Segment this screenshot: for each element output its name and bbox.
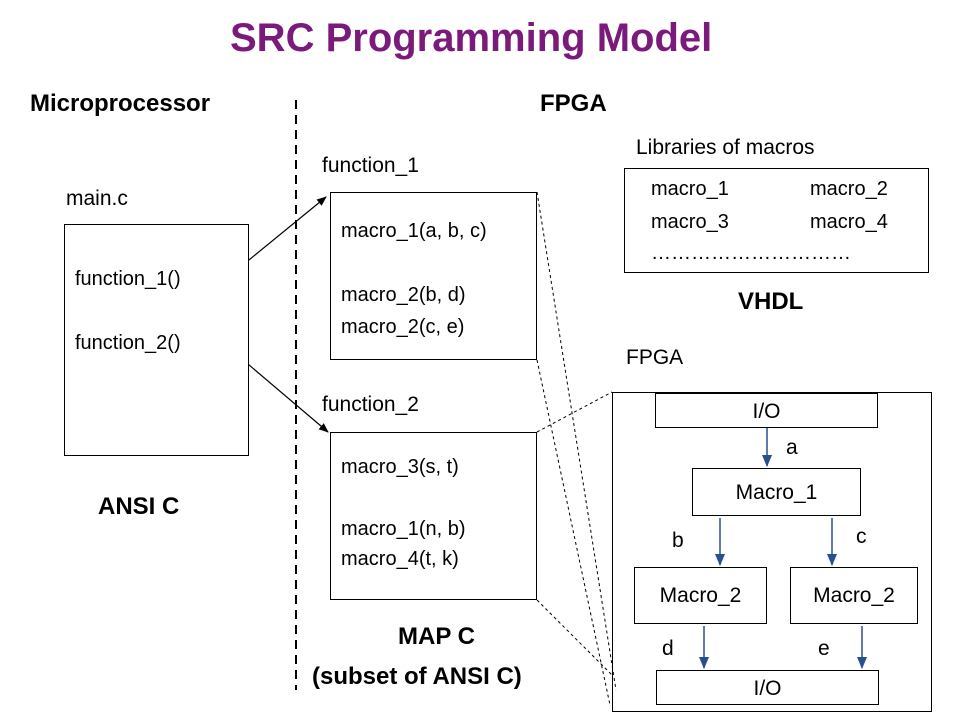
main-c-line-2: function_2() (75, 332, 181, 354)
main-c-line-1: function_1() (75, 268, 181, 290)
map-c-label: MAP C (398, 623, 475, 650)
function-2-line-3: macro_4(t, k) (341, 548, 459, 570)
io-top-label: I/O (752, 400, 781, 423)
library-macro-1: macro_1 (651, 178, 729, 200)
function-1-box: macro_1(a, b, c) macro_2(b, d) macro_2(c… (330, 192, 537, 360)
ansi-c-label: ANSI C (98, 493, 180, 520)
function-1-line-2: macro_2(b, d) (341, 284, 466, 306)
diagram-title: SRC Programming Model (230, 16, 713, 60)
main-c-label: main.c (66, 187, 128, 210)
library-macro-2: macro_2 (810, 178, 888, 200)
io-top-box: I/O (655, 393, 878, 428)
function-1-line-3: macro_2(c, e) (341, 316, 465, 338)
function-2-label: function_2 (322, 393, 419, 416)
library-ellipsis: ………………………… (651, 242, 851, 264)
zoom-line-1 (536, 191, 617, 691)
microprocessor-header: Microprocessor (30, 90, 211, 117)
edge-a-label: a (786, 436, 798, 459)
libraries-box: macro_1 macro_2 macro_3 macro_4 ……………………… (624, 168, 929, 273)
function-2-line-2: macro_1(n, b) (341, 518, 466, 540)
fpga-detail-label: FPGA (626, 346, 684, 369)
library-macro-3: macro_3 (651, 211, 729, 233)
edge-e-label: e (818, 637, 830, 660)
function-2-box: macro_3(s, t) macro_1(n, b) macro_4(t, k… (330, 432, 537, 600)
function-2-line-1: macro_3(s, t) (341, 456, 459, 478)
macro-2-right-box: Macro_2 (790, 567, 918, 624)
zoom-line-2 (536, 359, 611, 706)
macro-2-left-label: Macro_2 (659, 584, 742, 607)
vhdl-label: VHDL (738, 288, 804, 315)
io-bottom-box: I/O (656, 670, 879, 705)
macro-2-left-box: Macro_2 (634, 567, 767, 624)
edge-c-label: c (856, 525, 867, 548)
zoom-line-3 (536, 391, 613, 433)
library-macro-4: macro_4 (810, 211, 888, 233)
edge-b-label: b (672, 529, 684, 552)
main-c-box: function_1() function_2() (64, 224, 249, 456)
macro-1-box: Macro_1 (692, 468, 861, 516)
edge-d-label: d (662, 637, 674, 660)
fpga-detail-box (612, 392, 932, 712)
function-1-label: function_1 (322, 154, 419, 177)
map-c-subset-label: (subset of ANSI C) (312, 663, 522, 690)
function-1-line-1: macro_1(a, b, c) (341, 220, 487, 242)
zoom-line-4 (536, 599, 613, 676)
macro-2-right-label: Macro_2 (813, 584, 895, 607)
io-bottom-label: I/O (753, 677, 782, 700)
libraries-label: Libraries of macros (636, 136, 815, 159)
fpga-header: FPGA (540, 90, 607, 117)
macro-1-label: Macro_1 (735, 481, 818, 504)
